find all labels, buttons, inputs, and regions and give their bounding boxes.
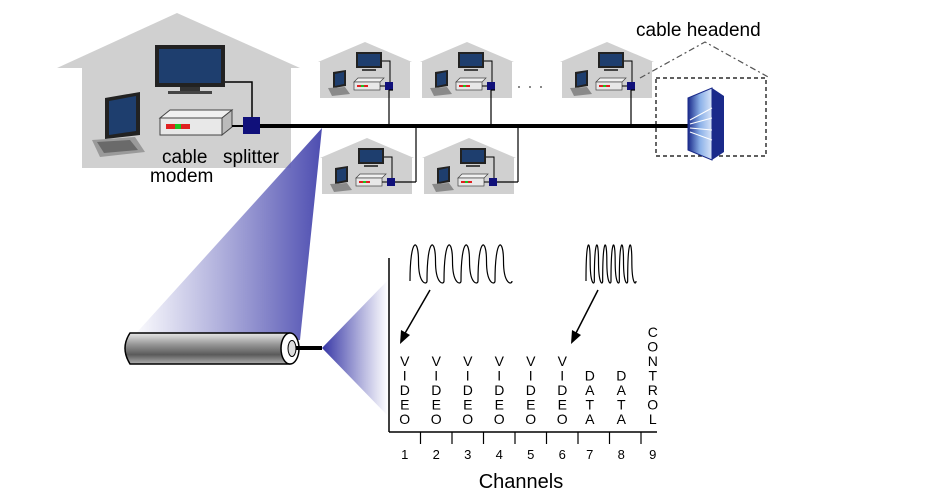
computer-icon: [430, 70, 452, 96]
arrow-to-channel-6: [571, 289, 599, 344]
channel-number: 6: [559, 447, 566, 462]
channel-ticks: [419, 432, 642, 444]
spectrum-cone: [322, 280, 388, 416]
channel-number: 5: [527, 447, 534, 462]
home-small: [320, 138, 414, 194]
tv-icon: [358, 148, 384, 167]
channel-number: 1: [401, 447, 408, 462]
cable-modem-icon: [457, 173, 489, 187]
computer-icon: [432, 166, 454, 192]
channel-number: 8: [618, 447, 625, 462]
cable-headend: cable headend: [636, 20, 771, 161]
channel-number: 3: [464, 447, 471, 462]
home-small: [560, 42, 654, 98]
home-large-shape: [57, 13, 300, 168]
home-small: [422, 138, 516, 194]
ellipsis-label: · · ·: [516, 76, 544, 96]
home-small: [318, 42, 412, 98]
channel-number: 9: [649, 447, 656, 462]
small-homes: [318, 42, 654, 194]
headend-label: cable headend: [636, 20, 761, 41]
headend-box: [655, 77, 767, 157]
computer-icon: [330, 166, 352, 192]
cable-modem-icon: [355, 173, 387, 187]
waveform-low-frequency: [409, 244, 513, 284]
tv-icon: [460, 148, 486, 167]
headend-icon: [687, 87, 724, 161]
computer-icon: [570, 70, 592, 96]
cable-modem-icon: [595, 77, 627, 91]
splitter-icon: [385, 82, 393, 90]
computer-icon: [92, 92, 145, 157]
channel-number: 4: [496, 447, 503, 462]
cable-modem-icon: [455, 77, 487, 91]
home-small: [420, 42, 514, 98]
coax-cable-icon: [124, 332, 322, 365]
cable-label: cable: [162, 147, 207, 168]
splitter-icon: [387, 178, 395, 186]
tv-icon: [458, 52, 484, 71]
splitter-icon: [489, 178, 497, 186]
home-large: cable modem splitter: [57, 13, 300, 187]
x-axis-title: Channels: [479, 471, 564, 493]
modem-label: modem: [150, 166, 213, 187]
splitter-icon: [243, 117, 260, 134]
cable-modem-icon: [353, 77, 385, 91]
splitter-icon: [487, 82, 495, 90]
cable-modem-icon: [158, 108, 234, 137]
computer-icon: [328, 70, 350, 96]
arrow-to-channel-1: [400, 289, 431, 344]
zoom-cone: [130, 128, 322, 340]
tv-icon: [356, 52, 382, 71]
channel-number: 7: [586, 447, 593, 462]
splitter-icon: [627, 82, 635, 90]
splitter-label: splitter: [223, 147, 280, 168]
tv-icon: [598, 52, 624, 71]
channel-number: 2: [433, 447, 440, 462]
tv-icon: [155, 45, 225, 94]
headend-roof: [639, 41, 771, 79]
channel-numbers: 1 2 3 4 5 6 7 8 9: [401, 447, 656, 462]
waveform-high-frequency: [585, 244, 637, 284]
